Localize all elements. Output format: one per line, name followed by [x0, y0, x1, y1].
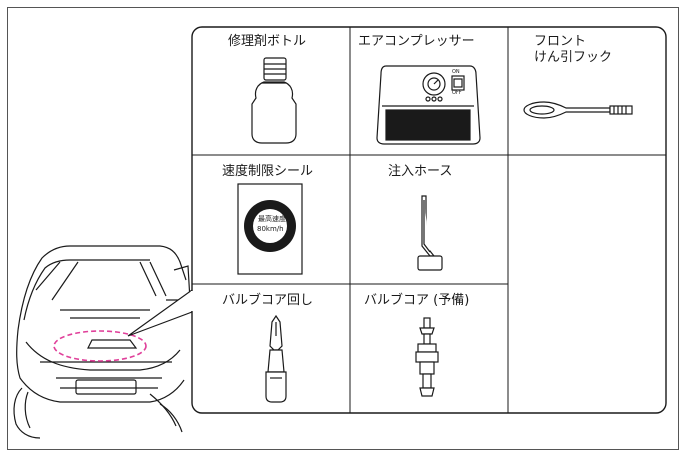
- compressor-switch-off: OFF: [452, 90, 462, 96]
- label-spare-valve-core: バルブコア (予備): [364, 293, 470, 308]
- label-repair-bottle: 修理剤ボトル: [228, 34, 307, 49]
- cargo-area-highlight: [53, 330, 147, 362]
- injection-hose-icon: [417, 195, 443, 271]
- outer-frame: [7, 7, 679, 450]
- speed-limit-sticker-icon: [237, 183, 303, 275]
- sticker-text-line2: 80km/h: [257, 225, 284, 233]
- tow-hook-icon: [523, 101, 633, 119]
- callout-pointer: [127, 288, 193, 337]
- compressor-switch-on: ON: [452, 69, 460, 75]
- label-injection-hose: 注入ホース: [388, 164, 453, 179]
- valve-core-tool-icon: [265, 314, 287, 403]
- contents-panel: [191, 26, 667, 414]
- repair-bottle-icon: [251, 57, 297, 144]
- car-rear-illustration: [13, 245, 191, 439]
- label-speed-sticker: 速度制限シール: [222, 164, 314, 179]
- sticker-text-line1: 最高速度: [258, 215, 286, 223]
- air-compressor-icon: [376, 65, 481, 145]
- label-tow-hook-line2: けん引フック: [534, 50, 613, 65]
- label-air-compressor: エアコンプレッサー: [358, 34, 475, 49]
- label-valve-core-tool: バルブコア回し: [222, 293, 314, 308]
- spare-valve-core-icon: [415, 317, 439, 397]
- label-tow-hook-line1: フロント: [534, 34, 587, 49]
